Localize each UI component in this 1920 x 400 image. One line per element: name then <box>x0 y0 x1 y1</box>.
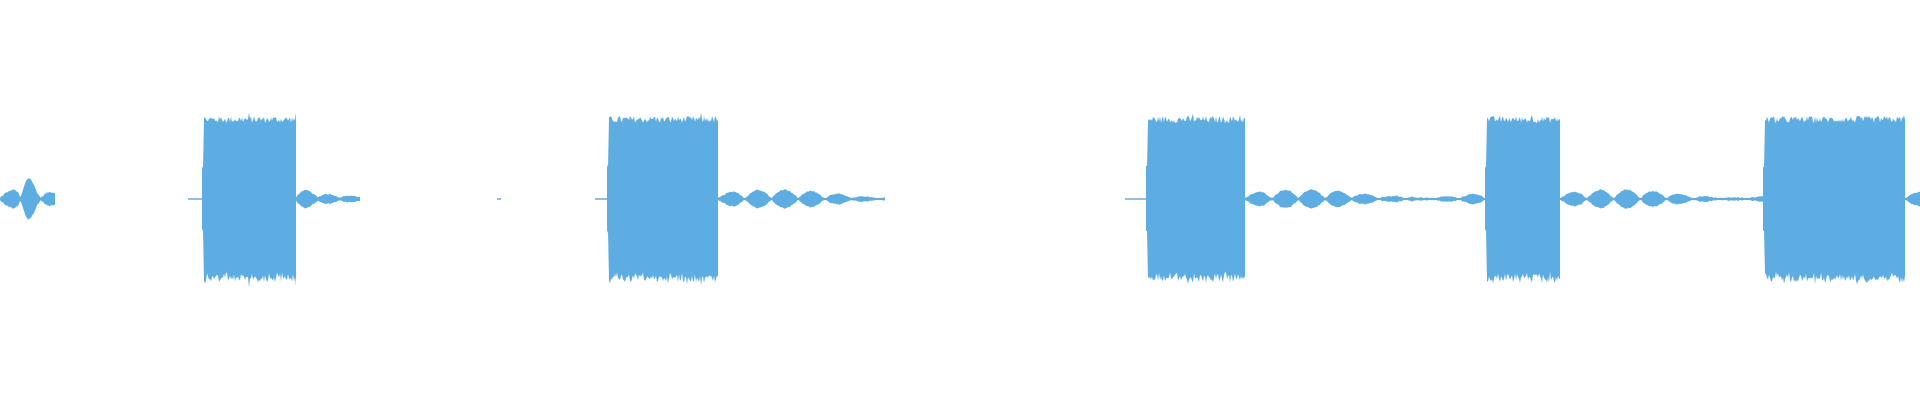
burst-5 <box>1763 115 1905 285</box>
tail-4 <box>1560 189 1763 210</box>
tail-1 <box>296 189 360 209</box>
intro-wobble <box>0 178 55 220</box>
burst-1 <box>202 112 296 288</box>
burst-2 <box>607 112 718 286</box>
tail-2 <box>718 189 885 209</box>
tail-5 <box>1905 191 1920 207</box>
burst-4 <box>1485 115 1560 284</box>
burst-3 <box>1146 113 1245 284</box>
waveform-layer <box>0 112 1920 288</box>
tail-3 <box>1245 189 1485 209</box>
